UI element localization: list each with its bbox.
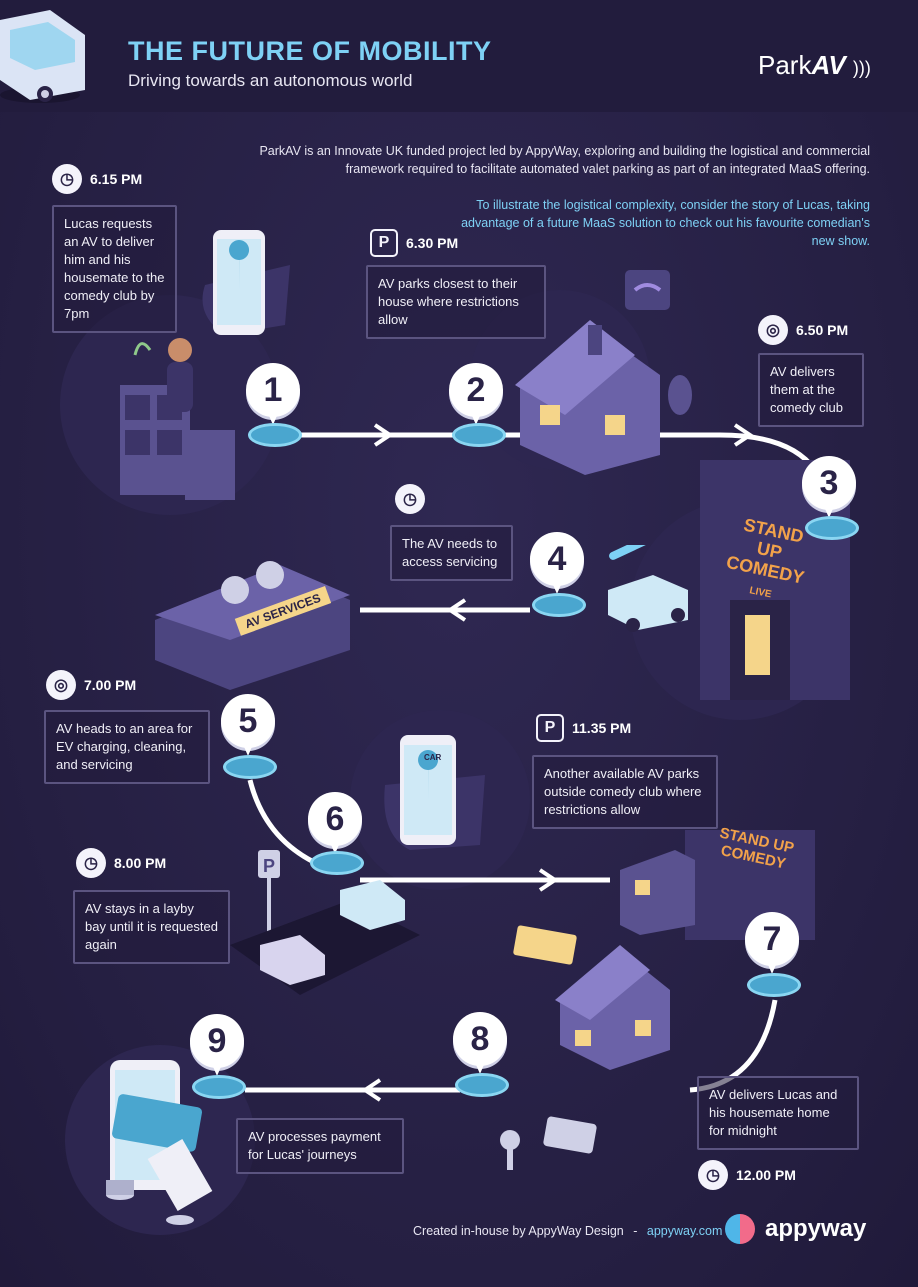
step-2-time: P 6.30 PM: [370, 229, 458, 257]
step-3-text: AV delivers them at the comedy club: [758, 353, 864, 427]
step-2-text: AV parks closest to their house where re…: [366, 265, 546, 339]
footer-credit: Created in-house by AppyWay Design - app…: [413, 1224, 722, 1238]
step-4-marker: 4: [530, 532, 584, 594]
person-at-shelf-illustration: [120, 338, 235, 500]
step-2-base: [452, 423, 506, 447]
step-7-marker: 7: [745, 912, 799, 974]
step-6-time: ◷ 8.00 PM: [76, 848, 166, 878]
parking-icon: P: [536, 714, 564, 742]
footer-separator: -: [633, 1224, 638, 1238]
appyway-logo-icon: [725, 1214, 755, 1244]
step-4-text: The AV needs to access servicing: [390, 525, 513, 581]
step-7-text: Another available AV parks outside comed…: [532, 755, 718, 829]
car-label: CAR: [424, 753, 442, 762]
page-title: THE FUTURE OF MOBILITY: [128, 36, 492, 66]
brand-name: appyway: [765, 1215, 867, 1242]
step-1-marker: 1: [246, 363, 300, 425]
step-5-base: [223, 755, 277, 779]
step-3-base: [805, 516, 859, 540]
parkav-logo: ParkAV ))): [758, 50, 871, 81]
step-5-text: AV heads to an area for EV charging, cle…: [44, 710, 210, 784]
appyway-brand: appyway: [725, 1214, 866, 1244]
comedy-sign-text: STAND UP COMEDY: [724, 514, 807, 588]
house-2-illustration: [513, 925, 670, 1070]
step-3-time-text: 6.50 PM: [796, 322, 849, 338]
step-1-text: Lucas requests an AV to deliver him and …: [52, 205, 177, 333]
page-subtitle: Driving towards an autonomous world: [128, 71, 413, 90]
step-9-base: [192, 1075, 246, 1099]
steering-wheel-icon: ◎: [46, 670, 76, 700]
signal-icon: ))): [852, 58, 871, 78]
step-2-marker: 2: [449, 363, 503, 425]
step-1-time: ◷ 6.15 PM: [52, 164, 142, 194]
clock-icon: ◷: [698, 1160, 728, 1190]
autonomous-vehicle-illustration: [0, 10, 85, 103]
phone-hand-illustration: [202, 230, 290, 335]
step-1-time-text: 6.15 PM: [90, 171, 143, 187]
comedy-neon-sign: STAND UP COMEDY LIVE: [714, 512, 819, 613]
step-7-time: P 11.35 PM: [536, 714, 631, 742]
step-7-base: [747, 973, 801, 997]
av-car-illustration: [608, 545, 688, 632]
step-6-time-text: 8.00 PM: [114, 855, 167, 871]
step-8-time: ◷ 12.00 PM: [698, 1160, 796, 1190]
step-3-marker: 3: [802, 456, 856, 518]
parking-icon: P: [370, 229, 398, 257]
step-7-time-text: 11.35 PM: [572, 720, 632, 736]
clock-icon: ◷: [395, 484, 425, 514]
step-2-time-text: 6.30 PM: [406, 235, 459, 251]
step-4-time: ◷: [395, 484, 433, 514]
step-8-base: [455, 1073, 509, 1097]
step-9-marker: 9: [190, 1014, 244, 1076]
payment-phone-illustration: [106, 1060, 213, 1225]
intro-highlight: To illustrate the logistical complexity,…: [461, 198, 870, 248]
logo-accent: AV: [811, 50, 846, 80]
step-6-marker: 6: [308, 792, 362, 854]
clock-icon: ◷: [52, 164, 82, 194]
footer-credit-text: Created in-house by AppyWay Design: [413, 1224, 624, 1238]
step-5-time-text: 7.00 PM: [84, 677, 137, 693]
phone-hand-illustration-2: [384, 735, 485, 850]
step-6-text: AV stays in a layby bay until it is requ…: [73, 890, 230, 964]
step-8-text: AV delivers Lucas and his housemate home…: [697, 1076, 859, 1150]
step-8-time-text: 12.00 PM: [736, 1167, 796, 1183]
house-illustration: [515, 270, 692, 475]
keys-wallet-illustration: [500, 1116, 597, 1170]
step-5-time: ◎ 7.00 PM: [46, 670, 136, 700]
step-3-time: ◎ 6.50 PM: [758, 315, 848, 345]
layby-parking-illustration: P: [230, 850, 420, 995]
footer-link[interactable]: appyway.com: [646, 1224, 723, 1238]
header: THE FUTURE OF MOBILITY Driving towards a…: [0, 0, 918, 112]
live-sign-text: LIVE: [748, 585, 773, 601]
step-5-marker: 5: [221, 694, 275, 756]
step-8-marker: 8: [453, 1012, 507, 1074]
svg-text:P: P: [263, 856, 275, 876]
step-1-base: [248, 423, 302, 447]
clock-icon: ◷: [76, 848, 106, 878]
steering-wheel-icon: ◎: [758, 315, 788, 345]
logo-main: Park: [758, 50, 812, 80]
intro-paragraph: ParkAV is an Innovate UK funded project …: [259, 144, 870, 176]
step-4-base: [532, 593, 586, 617]
step-9-text: AV processes payment for Lucas' journeys: [236, 1118, 404, 1174]
step-6-base: [310, 851, 364, 875]
